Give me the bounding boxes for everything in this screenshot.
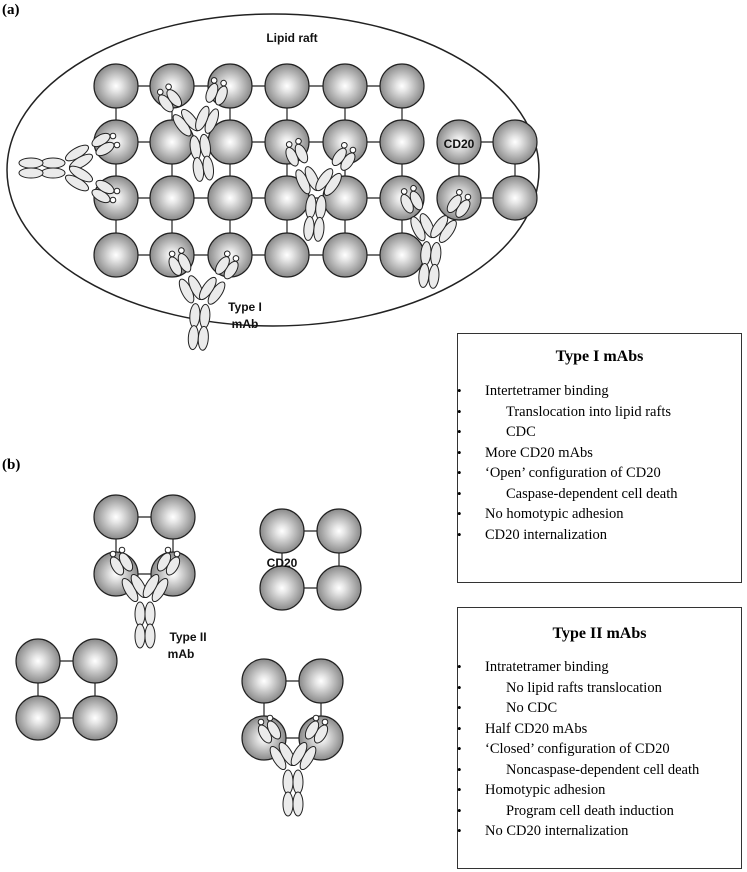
cd20-molecule	[379, 232, 425, 278]
cd20-molecule	[379, 119, 425, 165]
cd20-molecule	[15, 695, 61, 741]
cd20-molecule	[436, 119, 482, 165]
type2-box-title: Type II mAbs	[552, 625, 647, 642]
type2-antibody	[255, 714, 331, 817]
type1-antibody	[18, 130, 121, 206]
type2-item: No lipid rafts translocation	[457, 678, 731, 699]
cd20-molecule	[72, 638, 118, 684]
type2-item: Intratetramer binding	[457, 657, 731, 678]
type1-item: Caspase-dependent cell death	[457, 484, 731, 505]
cd20-molecule	[149, 175, 195, 221]
type2-item: Half CD20 mAbs	[457, 719, 731, 740]
cd20-molecule	[150, 494, 196, 540]
cd20-molecule	[93, 232, 139, 278]
type1-box-title: Type I mAbs	[555, 348, 644, 365]
type1-mabs-box: Type I mAbs Intertetramer binding Transl…	[457, 333, 742, 583]
cd20-molecule	[264, 63, 310, 109]
cd20-molecule	[322, 232, 368, 278]
cd20-molecule	[492, 175, 538, 221]
type2-item: No CDC	[457, 698, 731, 719]
type2-mab-label-line1: Type II	[169, 630, 206, 644]
cd20-label-b: CD20	[267, 556, 298, 570]
type2-item: No CD20 internalization	[457, 821, 731, 842]
cd20-molecule	[316, 508, 362, 554]
type2-mab-label-line2: mAb	[168, 647, 195, 661]
cd20-molecule	[322, 63, 368, 109]
lipid-raft-label: Lipid raft	[266, 31, 317, 45]
cd20-molecule	[259, 508, 305, 554]
type1-list: Intertetramer binding Translocation into…	[457, 381, 731, 546]
type1-item: CD20 internalization	[457, 525, 731, 546]
lipid-raft-ellipse	[6, 13, 540, 327]
cd20-molecule	[93, 63, 139, 109]
cd20-molecule	[241, 658, 287, 704]
cd20-molecule	[379, 63, 425, 109]
panel-b-label: (b)	[2, 457, 21, 473]
cd20-molecule	[264, 232, 310, 278]
type2-item: ‘Closed’ configuration of CD20	[457, 739, 731, 760]
type1-item: ‘Open’ configuration of CD20	[457, 463, 731, 484]
cd20-molecule	[207, 175, 253, 221]
type2-item: Homotypic adhesion	[457, 780, 731, 801]
type1-mab-label-line2: mAb	[232, 317, 259, 331]
type2-item: Noncaspase-dependent cell death	[457, 760, 731, 781]
type2-item: Program cell death induction	[457, 801, 731, 822]
type2-list: Intratetramer binding No lipid rafts tra…	[457, 657, 731, 842]
cd20-molecule	[93, 494, 139, 540]
cd20-molecule	[298, 658, 344, 704]
type1-item: Intertetramer binding	[457, 381, 731, 402]
panel-a-label: (a)	[2, 2, 20, 18]
type1-mab-label-line1: Type I	[228, 300, 262, 314]
cd20-molecule	[15, 638, 61, 684]
cd20-molecule	[259, 565, 305, 611]
cd20-label-a: CD20	[444, 137, 475, 151]
type2-mabs-box: Type II mAbs Intratetramer binding No li…	[457, 607, 742, 869]
cd20-molecule	[72, 695, 118, 741]
type1-item: CDC	[457, 422, 731, 443]
type1-item: More CD20 mAbs	[457, 443, 731, 464]
cd20-molecule	[492, 119, 538, 165]
cd20-molecule	[316, 565, 362, 611]
type1-item: Translocation into lipid rafts	[457, 402, 731, 423]
type1-item: No homotypic adhesion	[457, 504, 731, 525]
